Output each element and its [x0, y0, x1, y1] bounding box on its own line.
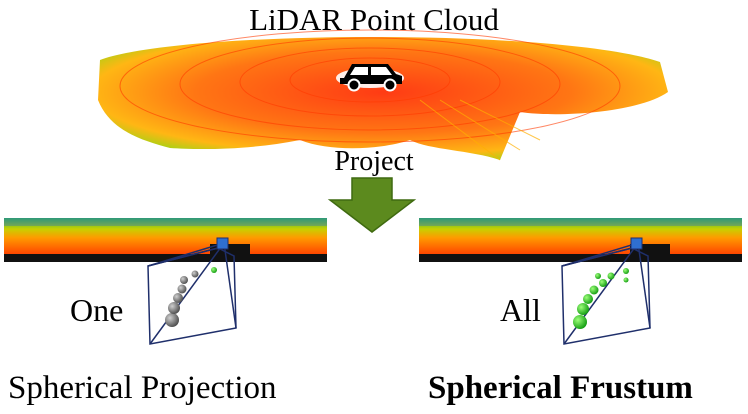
- left-panel-label: One: [70, 292, 124, 328]
- left-caption: Spherical Projection: [8, 370, 277, 406]
- range-image-left: [4, 218, 327, 262]
- arrow-label: Project: [334, 146, 414, 177]
- projected-points-right: [573, 268, 629, 329]
- right-panel-label: All: [500, 292, 541, 328]
- diagram-title: LiDAR Point Cloud: [249, 2, 499, 37]
- car-icon: [340, 64, 402, 92]
- projected-points-left: [165, 267, 217, 327]
- projection-arrow: [327, 177, 417, 233]
- pixel-marker-right: [630, 237, 643, 250]
- right-caption: Spherical Frustum: [428, 370, 693, 406]
- range-image-right: [419, 218, 742, 262]
- lidar-point-cloud: [98, 29, 668, 161]
- frustum-left: [147, 242, 237, 345]
- pixel-marker-left: [216, 237, 229, 250]
